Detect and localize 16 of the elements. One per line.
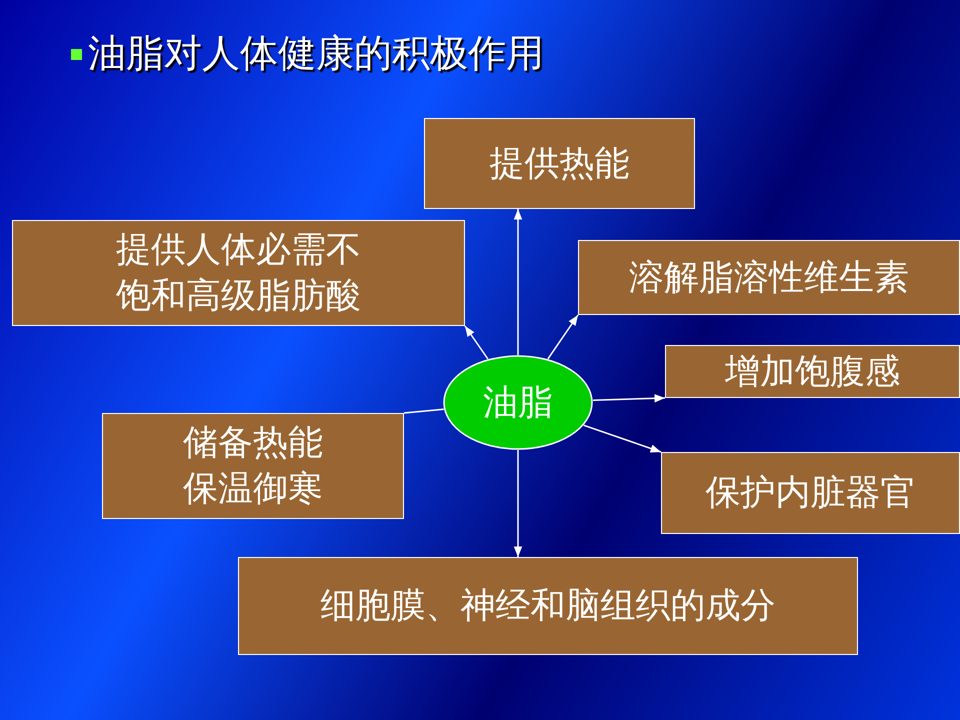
arrow <box>514 209 522 355</box>
text-box: 增加饱腹感 <box>665 345 960 398</box>
text-box: 提供热能 <box>424 118 695 209</box>
arrow <box>464 326 489 360</box>
text-box: 提供人体必需不饱和高级脂肪酸 <box>12 220 465 326</box>
oval-node: 油脂 <box>443 355 593 450</box>
connector-line <box>404 408 444 414</box>
arrow <box>592 394 666 403</box>
arrow <box>584 424 662 453</box>
text-box: 储备热能保温御寒 <box>102 413 404 519</box>
text-box: 细胞膜、神经和脑组织的成分 <box>238 557 858 655</box>
text-box: 保护内脏器官 <box>661 452 960 534</box>
slide-title: 油脂对人体健康的积极作用 <box>88 30 544 77</box>
text-box: 溶解脂溶性维生素 <box>578 240 960 315</box>
arrow <box>547 314 579 360</box>
arrow <box>514 450 522 557</box>
